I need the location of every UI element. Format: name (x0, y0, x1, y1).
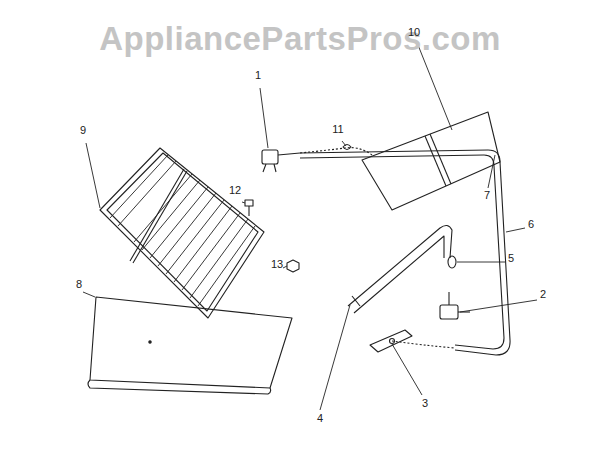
callout-number: 3 (422, 398, 428, 409)
gas-tube (300, 150, 510, 355)
callout-number: 7 (484, 190, 490, 201)
orifice (448, 256, 456, 268)
mounting-bracket (370, 330, 455, 352)
heat-deflector (362, 112, 500, 210)
callout-number: 9 (80, 125, 86, 136)
screw (245, 200, 253, 216)
wire-clip (343, 145, 351, 150)
callout-number: 6 (528, 219, 534, 230)
oven-rack (100, 148, 264, 318)
callout-number: 12 (229, 185, 241, 196)
hex-nut (287, 260, 299, 272)
safety-valve (440, 292, 470, 319)
callout-number: 10 (408, 27, 420, 38)
callout-number: 8 (76, 279, 82, 290)
callout-number: 5 (508, 253, 514, 264)
burner-tube (348, 225, 452, 313)
callout-number: 4 (317, 413, 323, 424)
callout-number: 2 (540, 289, 546, 300)
callout-number: 1 (255, 70, 261, 81)
oven-bottom-panel (88, 297, 292, 394)
watermark: AppliancePartsPros.com (99, 22, 501, 55)
callout-number: 13 (271, 259, 283, 270)
callout-number: 11 (332, 124, 343, 135)
igniter (262, 148, 372, 172)
leader-lines (83, 45, 537, 410)
